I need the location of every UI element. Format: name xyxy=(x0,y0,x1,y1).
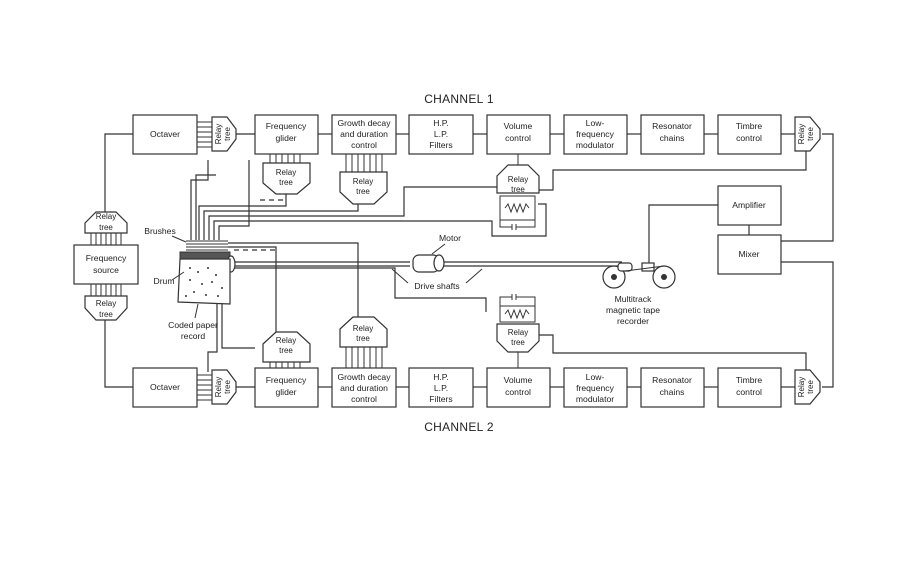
relay-tree-growth-2: Relay tree xyxy=(339,316,388,368)
relay-label-r1b: tree xyxy=(223,127,232,141)
channel-2-title: CHANNEL 2 xyxy=(424,420,494,434)
channel-1-title: CHANNEL 1 xyxy=(424,92,494,106)
relay-label-r11a: Relay xyxy=(96,212,116,221)
lowfreq-1-l2: frequency xyxy=(576,129,614,139)
growth-1-l2: and duration xyxy=(340,129,388,139)
drum-assembly: Brushes Drum Coded paper record xyxy=(144,226,236,341)
drive-system: Motor Drive shafts Multitrack magnetic t… xyxy=(235,233,676,326)
drum-roller xyxy=(179,251,231,260)
motor-label: Motor xyxy=(439,233,461,243)
resonator-1-l2: chains xyxy=(660,133,685,143)
relay-label-r12a: Relay xyxy=(96,299,116,308)
relay-label-r12b: tree xyxy=(99,310,113,319)
growth-2-l2: and duration xyxy=(340,383,388,393)
lowfreq-2-l3: modulator xyxy=(576,394,614,404)
relay-label-r5b: tree xyxy=(511,185,525,194)
lowfreq-2-l2: frequency xyxy=(576,383,614,393)
relay-label-r9b: tree xyxy=(356,334,370,343)
lowfreq-2-l1: Low- xyxy=(586,372,605,382)
relay-label-r2b: tree xyxy=(806,127,815,141)
timbre-1-l2: control xyxy=(736,133,762,143)
filters-1-l3: Filters xyxy=(429,140,452,150)
relay-label-r7a: Relay xyxy=(797,377,806,397)
filters-2-l1: H.P. xyxy=(433,372,449,382)
relay-tree-glider-1: Relay tree xyxy=(262,154,311,195)
recorder-l2: magnetic tape xyxy=(606,305,660,315)
drive-shafts-label: Drive shafts xyxy=(414,281,459,291)
recorder-l1: Multitrack xyxy=(615,294,652,304)
relay-tree-timbre-1: Relay tree xyxy=(794,116,821,152)
relay-label-r4b: tree xyxy=(356,187,370,196)
output-section: Amplifier Mixer xyxy=(717,185,782,275)
growth-1-l1: Growth decay xyxy=(337,118,391,128)
relay-label-r7b: tree xyxy=(806,380,815,394)
channel-1-blocks: Octaver Frequency glider Growth decay an… xyxy=(132,114,821,230)
recorder-l3: recorder xyxy=(617,316,649,326)
resonator-1-l1: Resonator xyxy=(652,121,692,131)
growth-2-l1: Growth decay xyxy=(337,372,391,382)
relay-tree-volume-1: Relay tree xyxy=(496,154,540,230)
timbre-2-l2: control xyxy=(736,387,762,397)
relay-label-r5a: Relay xyxy=(508,175,528,184)
freq-glider-1-l1: Frequency xyxy=(266,121,307,131)
freq-glider-2-l1: Frequency xyxy=(266,375,307,385)
relay-tree-volume-2: Relay tree xyxy=(496,294,540,368)
tape-recorder-icon xyxy=(602,262,676,289)
relay-label-r6a: Relay xyxy=(214,377,223,397)
connection-lines xyxy=(104,133,834,388)
filters-1-l2: L.P. xyxy=(434,129,448,139)
relay-label-r4a: Relay xyxy=(353,177,373,186)
relay-tree-glider-2: Relay tree xyxy=(262,331,311,368)
freq-glider-1-l2: glider xyxy=(275,133,296,143)
frequency-source-column: Relay tree Frequency source Relay tree xyxy=(73,211,139,321)
relay-label-r11b: tree xyxy=(99,223,113,232)
relay-label-r6b: tree xyxy=(223,380,232,394)
freq-source-l2: source xyxy=(93,265,119,275)
relay-label-r1a: Relay xyxy=(214,124,223,144)
brushes-label: Brushes xyxy=(144,226,176,236)
filters-2-l3: Filters xyxy=(429,394,452,404)
drum-label: Drum xyxy=(153,276,174,286)
filters-1-l1: H.P. xyxy=(433,118,449,128)
octaver-2-label: Octaver xyxy=(150,382,180,392)
growth-1-l3: control xyxy=(351,140,377,150)
lowfreq-1-l3: modulator xyxy=(576,140,614,150)
relay-label-r2a: Relay xyxy=(797,124,806,144)
relay-tree-octaver-2: Relay tree xyxy=(197,369,237,405)
volume-1-l1: Volume xyxy=(504,121,533,131)
growth-2-l3: control xyxy=(351,394,377,404)
lowfreq-1-l1: Low- xyxy=(586,118,605,128)
relay-label-r8a: Relay xyxy=(276,336,296,345)
relay-label-r10b: tree xyxy=(511,338,525,347)
coded-paper-sheet xyxy=(177,258,231,305)
relay-tree-growth-1: Relay tree xyxy=(339,154,388,205)
filters-2-l2: L.P. xyxy=(434,383,448,393)
coded-paper-l2: record xyxy=(181,331,206,341)
amplifier-label: Amplifier xyxy=(732,200,766,210)
relay-tree-octaver-1: Relay tree xyxy=(197,116,237,152)
relay-label-r3b: tree xyxy=(279,178,293,187)
relay-label-r9a: Relay xyxy=(353,324,373,333)
relay-label-r8b: tree xyxy=(279,346,293,355)
timbre-1-l1: Timbre xyxy=(736,121,763,131)
relay-label-r10a: Relay xyxy=(508,328,528,337)
freq-source-l1: Frequency xyxy=(86,253,127,263)
coded-paper-l1: Coded paper xyxy=(168,320,218,330)
paper-holes xyxy=(185,267,223,297)
volume-1-l2: control xyxy=(505,133,531,143)
resonator-2-l2: chains xyxy=(660,387,685,397)
volume-2-l2: control xyxy=(505,387,531,397)
timbre-2-l1: Timbre xyxy=(736,375,763,385)
octaver-1-label: Octaver xyxy=(150,129,180,139)
relay-tree-timbre-2: Relay tree xyxy=(794,369,821,405)
resonator-2-l1: Resonator xyxy=(652,375,692,385)
mixer-label: Mixer xyxy=(738,249,759,259)
volume-2-l1: Volume xyxy=(504,375,533,385)
freq-glider-2-l2: glider xyxy=(275,387,296,397)
relay-label-r3a: Relay xyxy=(276,168,296,177)
channel-2-blocks: Octaver Frequency glider Growth decay an… xyxy=(132,294,821,408)
